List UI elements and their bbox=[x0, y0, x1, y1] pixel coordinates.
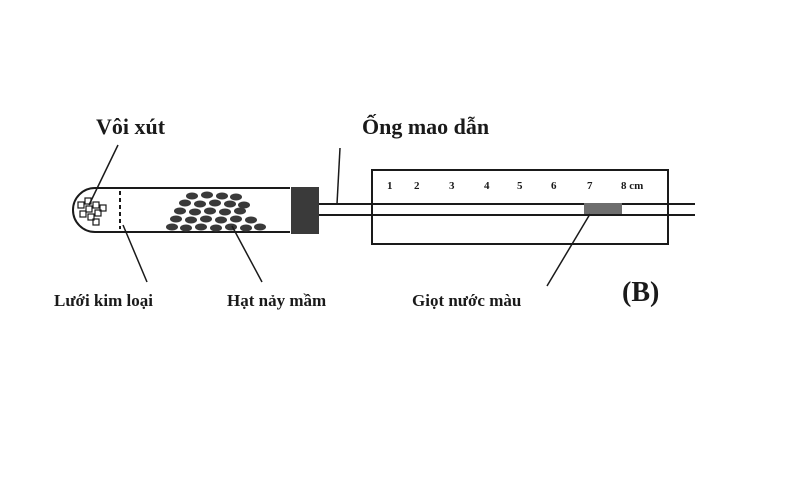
label-germinating-seeds: Hạt nảy mầm bbox=[227, 291, 326, 310]
ruler-frame bbox=[371, 169, 669, 245]
tick-label: 1 bbox=[387, 180, 393, 192]
leader-lines bbox=[88, 144, 591, 287]
soda-lime-granules bbox=[77, 197, 107, 226]
test-tube bbox=[72, 187, 290, 233]
tick-label: 2 bbox=[414, 180, 420, 192]
label-capillary-tube: Ống mao dẫn bbox=[362, 114, 489, 139]
tick-label: 5 bbox=[517, 180, 523, 192]
germinating-seeds bbox=[166, 191, 266, 232]
tick-label: 7 bbox=[587, 180, 593, 192]
label-colored-droplet: Giọt nước màu bbox=[412, 291, 521, 310]
colored-droplet bbox=[584, 203, 622, 214]
tick-label: 8 cm bbox=[621, 180, 643, 192]
ruler-scale: 1 2 3 4 5 6 7 8 cm bbox=[387, 180, 643, 192]
tick-label: 4 bbox=[484, 180, 490, 192]
tick-label: 6 bbox=[551, 180, 557, 192]
tick-label: 3 bbox=[449, 180, 455, 192]
figure-label: (B) bbox=[622, 277, 659, 308]
label-metal-mesh: Lưới kim loại bbox=[54, 291, 153, 310]
stopper bbox=[291, 187, 319, 234]
label-soda-lime: Vôi xút bbox=[96, 114, 166, 139]
capillary-tube bbox=[319, 203, 695, 216]
